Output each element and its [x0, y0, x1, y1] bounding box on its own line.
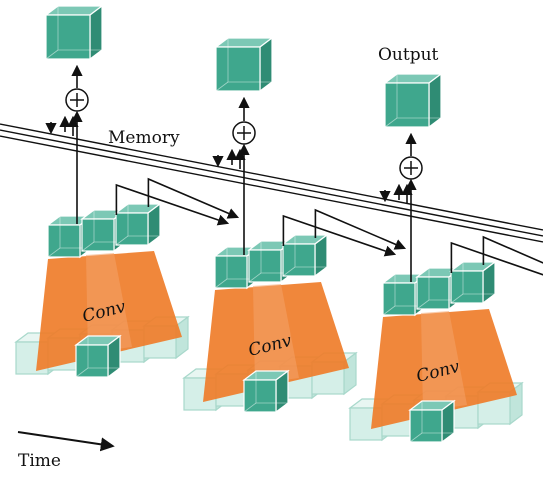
output-cube-2: [214, 36, 274, 93]
input-cube: [408, 399, 456, 444]
sum-node: [399, 156, 423, 180]
memory-line: [0, 129, 543, 237]
memory-line: [0, 123, 543, 231]
memory-label: Memory: [108, 128, 180, 148]
input-cube: [74, 334, 122, 379]
output-layer: [44, 4, 443, 129]
time-label: Time: [18, 451, 61, 471]
memory-write-line: [282, 214, 397, 257]
sum-node: [65, 88, 89, 112]
conv-kernel-highlight: [253, 284, 299, 384]
input-cube: [242, 369, 290, 414]
output-label: Output: [378, 45, 439, 65]
feature-cube: [281, 233, 329, 278]
sum-node: [232, 121, 256, 145]
stage-3: [348, 132, 543, 444]
feature-cube: [415, 266, 463, 311]
memory-line: [0, 135, 543, 243]
memory-write-line: [450, 241, 543, 276]
output-cube-1: [44, 4, 104, 61]
conv-kernel-highlight: [421, 311, 467, 411]
stage-2: [182, 96, 407, 414]
memory-write-line: [314, 208, 407, 250]
memory-write-line: [147, 177, 240, 219]
stages-layer: [14, 64, 543, 444]
memory-lines: [0, 123, 543, 243]
memory-write-line: [482, 235, 543, 265]
conv-kernel-highlight: [86, 253, 132, 353]
output-cube-3: [383, 72, 443, 129]
feature-cube: [449, 260, 497, 305]
feature-cube: [114, 202, 162, 247]
stage-1: [14, 64, 240, 379]
time-arrow: [17, 431, 115, 452]
memory-write-line: [115, 183, 230, 226]
feature-cube: [381, 272, 429, 317]
